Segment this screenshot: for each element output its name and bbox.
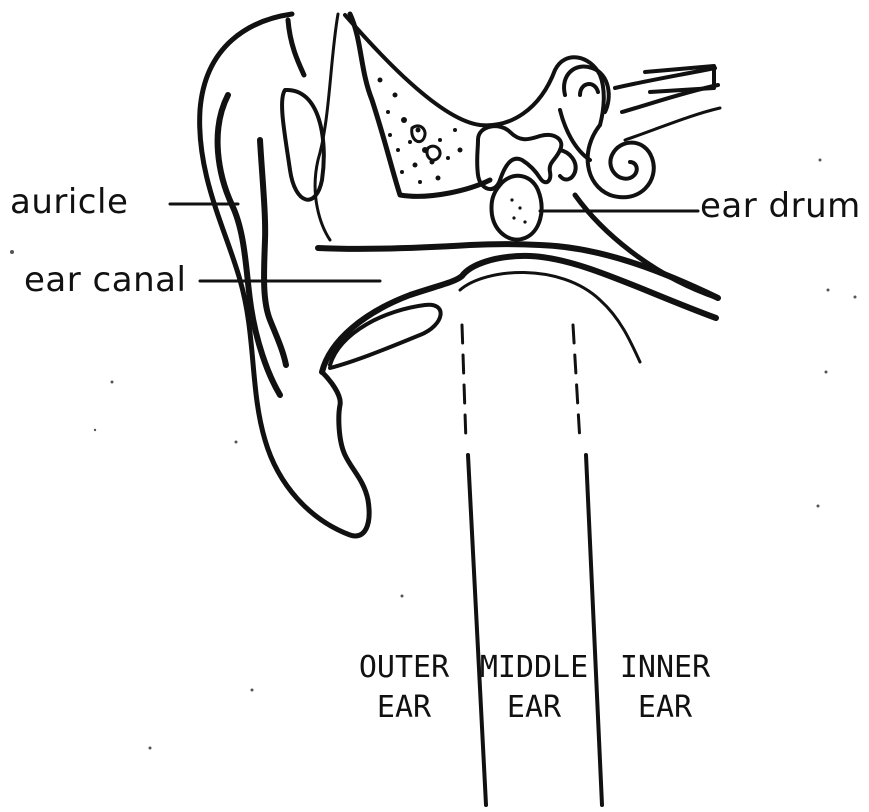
- auricle-shape: [200, 14, 369, 536]
- middle-ear-label-line2: EAR: [474, 688, 594, 728]
- inner-ear-label-line1: INNER: [606, 648, 724, 688]
- outer-ear-label-line1: OUTER: [345, 648, 463, 688]
- ear-drum-label: ear drum: [700, 186, 861, 226]
- inner-ear-label: INNER EAR: [606, 648, 724, 728]
- ear-canal-label: ear canal: [24, 260, 186, 300]
- middle-ear-label: MIDDLE EAR: [474, 648, 594, 728]
- inner-ear-label-line2: EAR: [606, 688, 724, 728]
- ear-drum-shape: [491, 176, 541, 240]
- temporal-bone-shape: [345, 14, 604, 196]
- outer-ear-label-line2: EAR: [345, 688, 463, 728]
- middle-ear-label-line1: MIDDLE: [474, 648, 594, 688]
- ear-canal-shape: [318, 244, 718, 372]
- outer-ear-label: OUTER EAR: [345, 648, 463, 728]
- auricle-label: auricle: [10, 182, 128, 222]
- region-dividers: [462, 325, 602, 805]
